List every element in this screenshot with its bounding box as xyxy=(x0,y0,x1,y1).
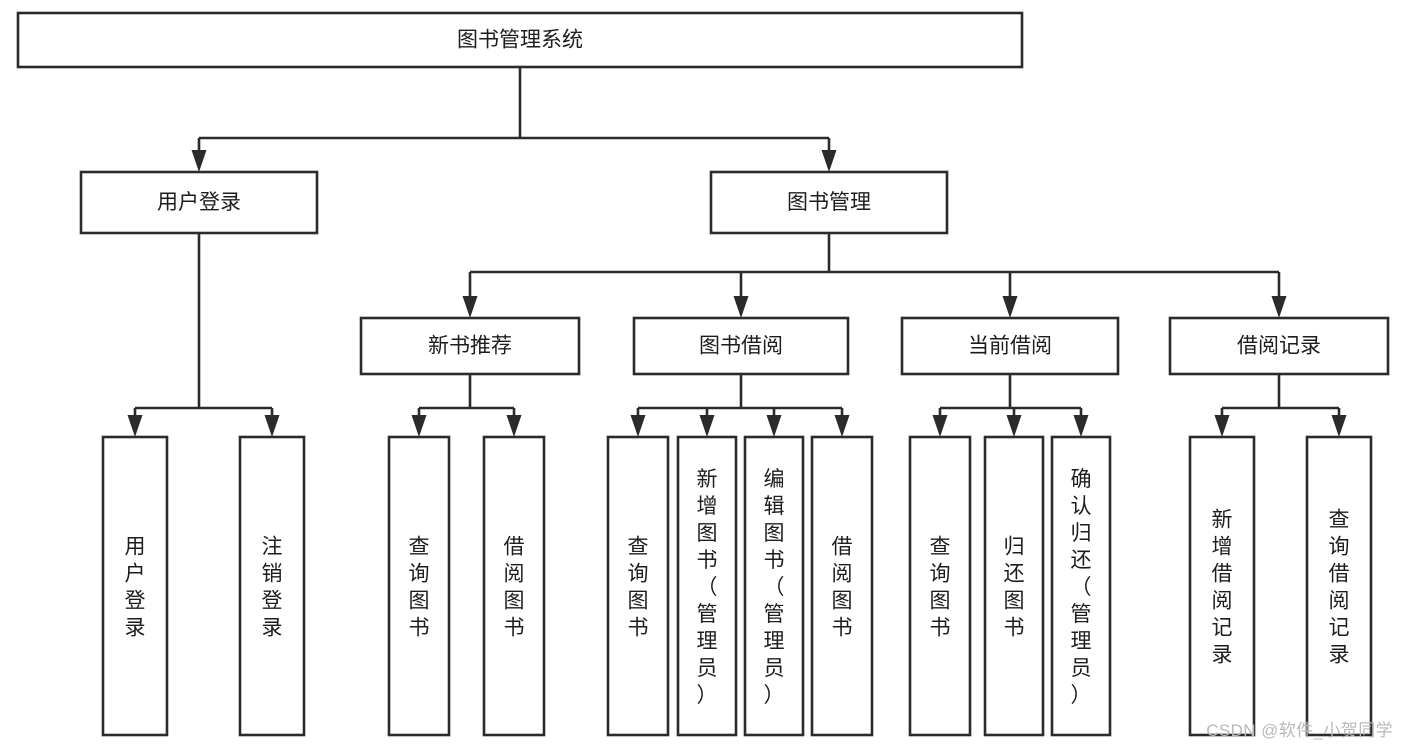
node-level3-2-label: 当前借阅 xyxy=(968,335,1052,358)
node-leaf-11[interactable]: 新增借阅记录 xyxy=(1188,435,1256,737)
node-level3-3-label: 借阅记录 xyxy=(1237,335,1321,358)
node-leaf-11-box[interactable] xyxy=(1188,435,1256,737)
node-leaf-1[interactable]: 注销登录 xyxy=(238,435,306,737)
node-level3-1-label: 图书借阅 xyxy=(699,335,783,358)
node-level3-1-box[interactable] xyxy=(632,316,850,376)
node-leaf-6[interactable]: 编辑图书（管理员） xyxy=(743,435,805,737)
node-level2-0-box[interactable] xyxy=(79,170,319,235)
node-level2-0[interactable]: 用户登录 xyxy=(79,170,319,235)
node-leaf-10[interactable]: 确认归还（管理员） xyxy=(1050,435,1112,737)
node-level3-3-box[interactable] xyxy=(1168,316,1390,376)
node-leaf-11-label: 新增借阅记录 xyxy=(1212,509,1233,667)
node-level2-1[interactable]: 图书管理 xyxy=(709,170,949,235)
node-root-system[interactable]: 图书管理系统 xyxy=(16,11,1024,69)
node-level3-2[interactable]: 当前借阅 xyxy=(900,316,1120,376)
node-leaf-0[interactable]: 用户登录 xyxy=(101,435,169,737)
node-leaf-1-label: 注销登录 xyxy=(262,536,283,640)
node-leaf-6-label: 编辑图书（管理员） xyxy=(764,468,785,707)
node-leaf-5[interactable]: 新增图书（管理员） xyxy=(676,435,738,737)
node-root-system-label: 图书管理系统 xyxy=(457,29,583,52)
node-leaf-0-box[interactable] xyxy=(101,435,169,737)
node-leaf-12[interactable]: 查询借阅记录 xyxy=(1305,435,1373,737)
node-leaf-8-box[interactable] xyxy=(908,435,972,737)
node-leaf-7[interactable]: 借阅图书 xyxy=(810,435,874,737)
node-level3-0-label: 新书推荐 xyxy=(428,335,512,358)
node-leaf-5-label: 新增图书（管理员） xyxy=(697,468,718,707)
node-leaf-3-box[interactable] xyxy=(482,435,546,737)
node-leaf-8[interactable]: 查询图书 xyxy=(908,435,972,737)
node-leaf-9-label: 归还图书 xyxy=(1004,536,1025,640)
node-level3-2-box[interactable] xyxy=(900,316,1120,376)
node-leaf-9[interactable]: 归还图书 xyxy=(983,435,1045,737)
node-level3-1[interactable]: 图书借阅 xyxy=(632,316,850,376)
node-level2-0-label: 用户登录 xyxy=(157,191,241,214)
node-leaf-1-box[interactable] xyxy=(238,435,306,737)
node-leaf-2-box[interactable] xyxy=(387,435,451,737)
node-level3-0[interactable]: 新书推荐 xyxy=(359,316,581,376)
node-leaf-2[interactable]: 查询图书 xyxy=(387,435,451,737)
node-leaf-10-box[interactable] xyxy=(1050,435,1112,737)
node-leaf-5-box[interactable] xyxy=(676,435,738,737)
node-leaf-4-label: 查询图书 xyxy=(628,536,649,640)
node-leaf-10-label: 确认归还（管理员） xyxy=(1071,468,1092,707)
node-level3-0-box[interactable] xyxy=(359,316,581,376)
node-leaf-4[interactable]: 查询图书 xyxy=(606,435,670,737)
node-leaf-4-box[interactable] xyxy=(606,435,670,737)
node-leaf-12-label: 查询借阅记录 xyxy=(1329,509,1350,667)
node-leaf-12-box[interactable] xyxy=(1305,435,1373,737)
nodes-group: 图书管理系统用户登录图书管理新书推荐图书借阅当前借阅借阅记录用户登录注销登录查询… xyxy=(16,11,1390,737)
node-leaf-8-label: 查询图书 xyxy=(930,536,951,640)
node-root-system-box[interactable] xyxy=(16,11,1024,69)
node-level2-1-label: 图书管理 xyxy=(787,191,871,214)
node-leaf-3-label: 借阅图书 xyxy=(504,536,525,640)
node-leaf-7-box[interactable] xyxy=(810,435,874,737)
edges-group xyxy=(127,67,1347,437)
node-level2-1-box[interactable] xyxy=(709,170,949,235)
node-level3-3[interactable]: 借阅记录 xyxy=(1168,316,1390,376)
node-leaf-9-box[interactable] xyxy=(983,435,1045,737)
node-leaf-7-label: 借阅图书 xyxy=(832,536,853,640)
node-leaf-3[interactable]: 借阅图书 xyxy=(482,435,546,737)
node-leaf-0-label: 用户登录 xyxy=(125,536,146,640)
node-leaf-2-label: 查询图书 xyxy=(409,536,430,640)
node-leaf-6-box[interactable] xyxy=(743,435,805,737)
